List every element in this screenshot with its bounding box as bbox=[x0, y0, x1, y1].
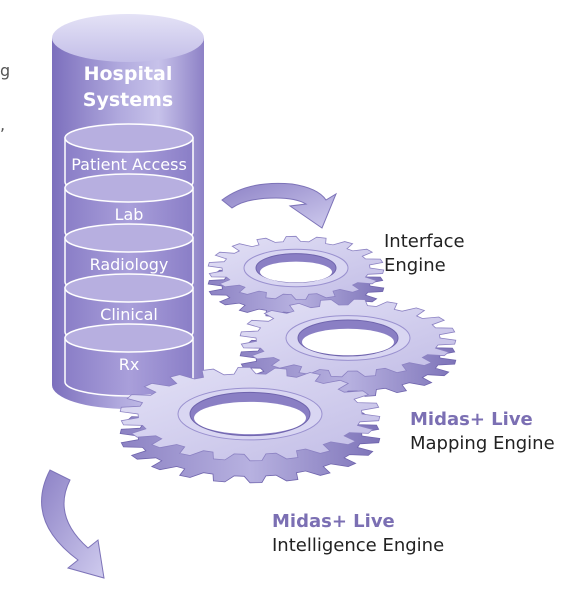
intelligence-engine-label: Midas+ Live Intelligence Engine bbox=[272, 510, 444, 558]
cylinder-segment-label: Radiology bbox=[90, 255, 169, 274]
cylinder-segment-label: Rx bbox=[119, 355, 140, 374]
interface-flow-arrow bbox=[221, 182, 338, 229]
interface-engine-gear bbox=[207, 235, 385, 319]
output-flow-arrow bbox=[41, 469, 105, 579]
gears-group bbox=[119, 235, 457, 484]
cylinder-segment-label: Lab bbox=[115, 205, 144, 224]
interface-engine-line2: Engine bbox=[384, 255, 446, 276]
cylinder-title-line1: Hospital bbox=[84, 63, 173, 85]
hospital-systems-cylinder: Hospital Systems Patient AccessLabRadiol… bbox=[52, 14, 204, 409]
intelligence-engine-brand: Midas+ Live bbox=[272, 511, 395, 532]
mapping-engine-name: Mapping Engine bbox=[410, 433, 555, 454]
interface-engine-line1: Interface bbox=[384, 231, 465, 252]
edge-text-2: , bbox=[0, 115, 5, 134]
mapping-engine-brand: Midas+ Live bbox=[410, 409, 533, 430]
cylinder-title-line2: Systems bbox=[83, 89, 173, 111]
intelligence-engine-gear bbox=[119, 366, 381, 484]
mapping-engine-gear bbox=[239, 298, 457, 398]
intelligence-engine-name: Intelligence Engine bbox=[272, 535, 445, 556]
cylinder-segment-label: Clinical bbox=[100, 305, 158, 324]
edge-text-1: g bbox=[0, 61, 10, 80]
cylinder-segment-rx: Rx bbox=[64, 323, 194, 397]
mapping-engine-label: Midas+ Live Mapping Engine bbox=[410, 408, 555, 456]
interface-engine-label: Interface Engine bbox=[384, 230, 465, 278]
cylinder-segment-label: Patient Access bbox=[71, 155, 187, 174]
